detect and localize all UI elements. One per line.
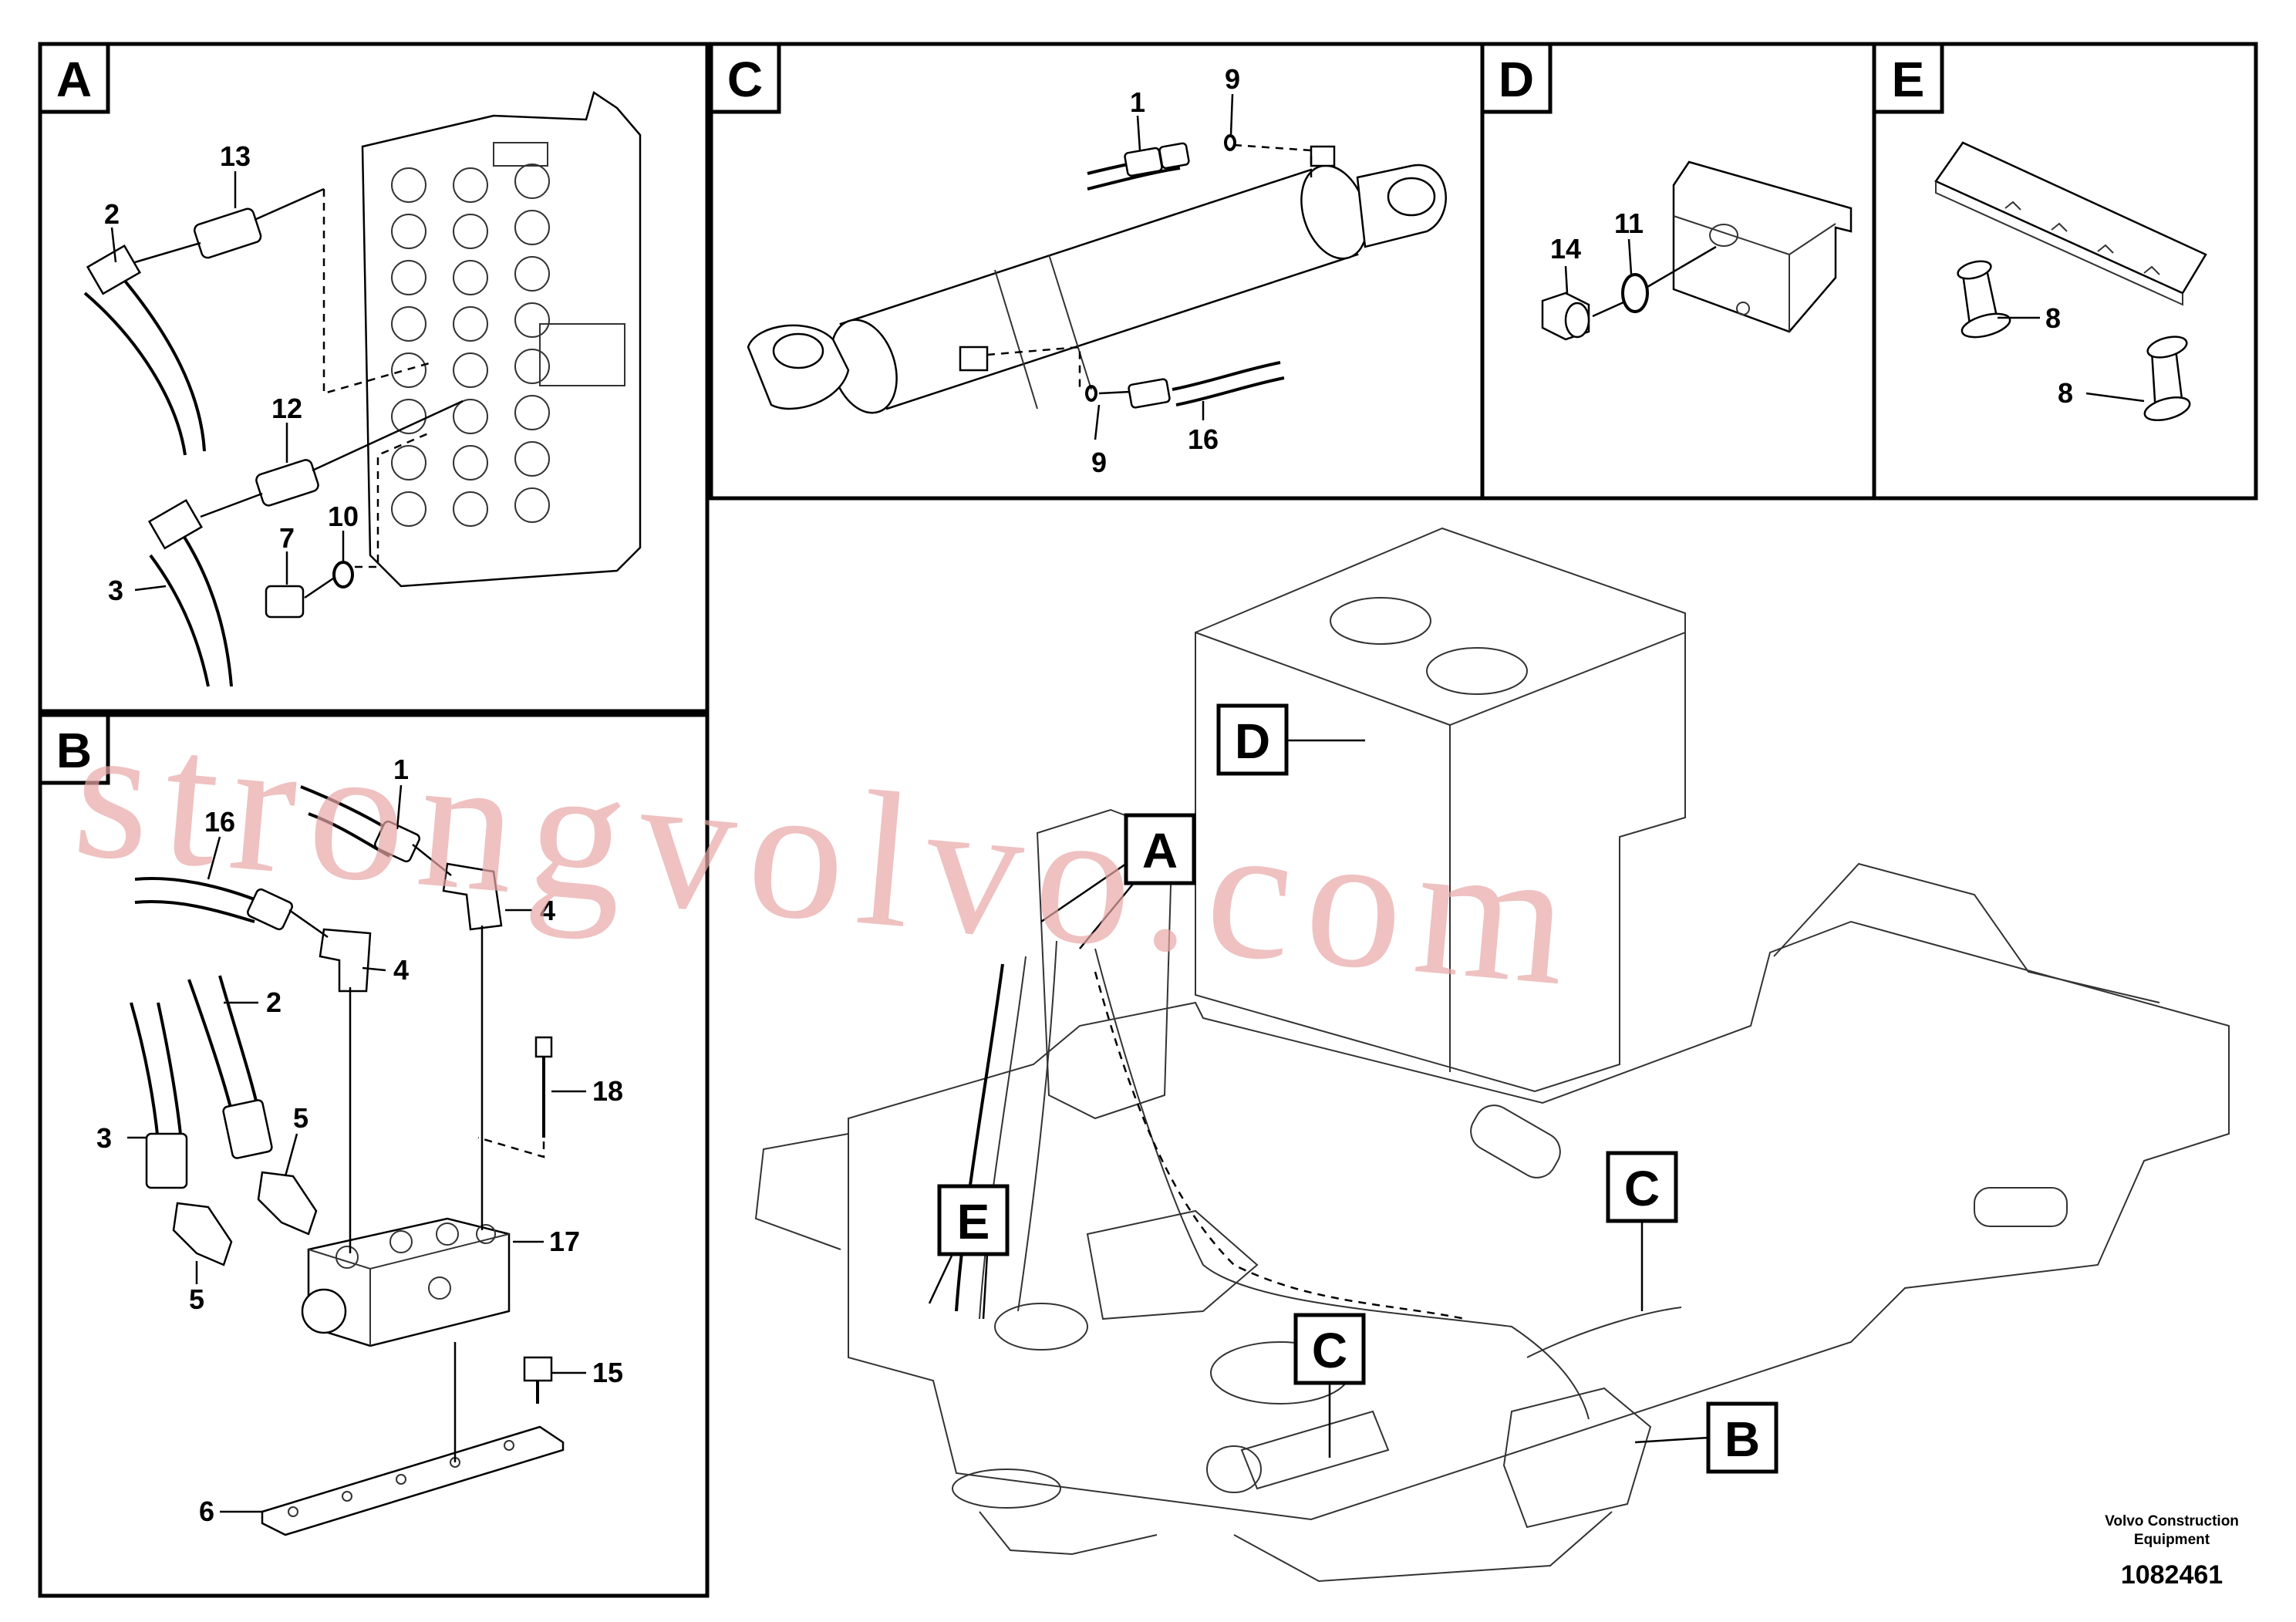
callout-1: 1 (393, 754, 409, 785)
hose-3-drawing (147, 498, 233, 687)
callout-4-lower: 4 (393, 954, 409, 986)
callout-16: 16 (204, 806, 235, 838)
callout-6: 6 (199, 1496, 214, 1527)
tank-housing (1195, 527, 1686, 1093)
callout-8-upper: 8 (2045, 302, 2061, 334)
tag-a (1124, 813, 1196, 885)
sleeve-8-upper (1957, 260, 2011, 339)
panel-b-label-box (38, 713, 110, 785)
hose-2-drawing (83, 244, 206, 456)
o-ring-10 (332, 561, 354, 588)
panel-a-letter: A (56, 52, 92, 107)
callout-17: 17 (549, 1226, 580, 1257)
callout-15: 15 (592, 1357, 623, 1388)
panel-b-letter: B (56, 723, 92, 778)
block-17-drawing (301, 1217, 511, 1347)
panel-c-label-box (709, 42, 781, 114)
bolt-15 (523, 1356, 553, 1382)
tag-e (937, 1184, 1010, 1256)
callout-2: 2 (104, 198, 120, 230)
tag-b-letter: B (1725, 1411, 1760, 1467)
callout-1-c: 1 (1130, 86, 1145, 118)
guide-block-drawing (1934, 141, 2207, 295)
callout-11: 11 (1614, 207, 1644, 239)
callout-16-c: 16 (1188, 423, 1219, 455)
tag-b (1706, 1401, 1778, 1474)
plate-6 (261, 1425, 565, 1536)
panel-d: D 14 11 (1480, 42, 1876, 501)
footer-brand-line1: Volvo Construction (2105, 1513, 2239, 1529)
tag-c-lower (1293, 1313, 1366, 1385)
callout-12: 12 (271, 393, 302, 424)
plug-7 (265, 585, 305, 619)
doc-number: 1082461 (2121, 1560, 2223, 1590)
callout-18: 18 (592, 1075, 623, 1107)
callout-2-b: 2 (266, 986, 282, 1018)
panel-b: B (38, 713, 710, 1598)
cylinder-drawing (747, 134, 1447, 414)
tag-c-right-letter: C (1624, 1161, 1660, 1216)
bracket-drawing (1672, 160, 1853, 333)
callout-4-upper: 4 (540, 895, 555, 926)
bolt-18 (534, 1036, 553, 1058)
tag-d (1216, 703, 1289, 776)
callout-8-lower: 8 (2058, 377, 2073, 409)
block-b-location (1502, 1387, 1652, 1529)
panel-e-letter: E (1892, 52, 1925, 107)
upper-frame (848, 920, 2230, 1521)
callout-9-upper: 9 (1225, 63, 1240, 95)
panel-a-label-box (38, 42, 110, 114)
valve-stack (1036, 808, 1174, 1120)
main-view: D A E C C B (754, 527, 2230, 1583)
o-ring-11 (1621, 273, 1649, 313)
plug-14 (1541, 292, 1590, 341)
sleeve-8-lower (2143, 336, 2191, 422)
panel-e: E 8 8 (1872, 42, 2258, 501)
callout-5-upper: 5 (293, 1102, 308, 1134)
tag-a-letter: A (1142, 823, 1178, 878)
callout-7: 7 (279, 522, 295, 554)
panel-d-label-box (1480, 42, 1553, 114)
tag-c-lower-letter: C (1312, 1323, 1347, 1378)
control-valve-drawing (361, 91, 642, 588)
tag-d-letter: D (1235, 713, 1270, 769)
callout-9-lower: 9 (1091, 447, 1107, 478)
callout-3-b: 3 (96, 1122, 112, 1154)
callout-14: 14 (1550, 233, 1581, 265)
panel-a: A (38, 42, 710, 713)
panel-c: C (709, 42, 1485, 501)
footer-brand-line2: Equipment (2134, 1532, 2210, 1548)
callout-13: 13 (220, 140, 251, 172)
panel-d-letter: D (1499, 52, 1534, 107)
tag-e-letter: E (957, 1194, 990, 1249)
callout-3: 3 (108, 575, 123, 606)
panel-c-letter: C (727, 52, 763, 107)
callout-10: 10 (328, 501, 359, 532)
panel-e-label-box (1872, 42, 1944, 114)
callout-5-lower: 5 (189, 1283, 204, 1315)
fitting-12 (255, 459, 319, 507)
